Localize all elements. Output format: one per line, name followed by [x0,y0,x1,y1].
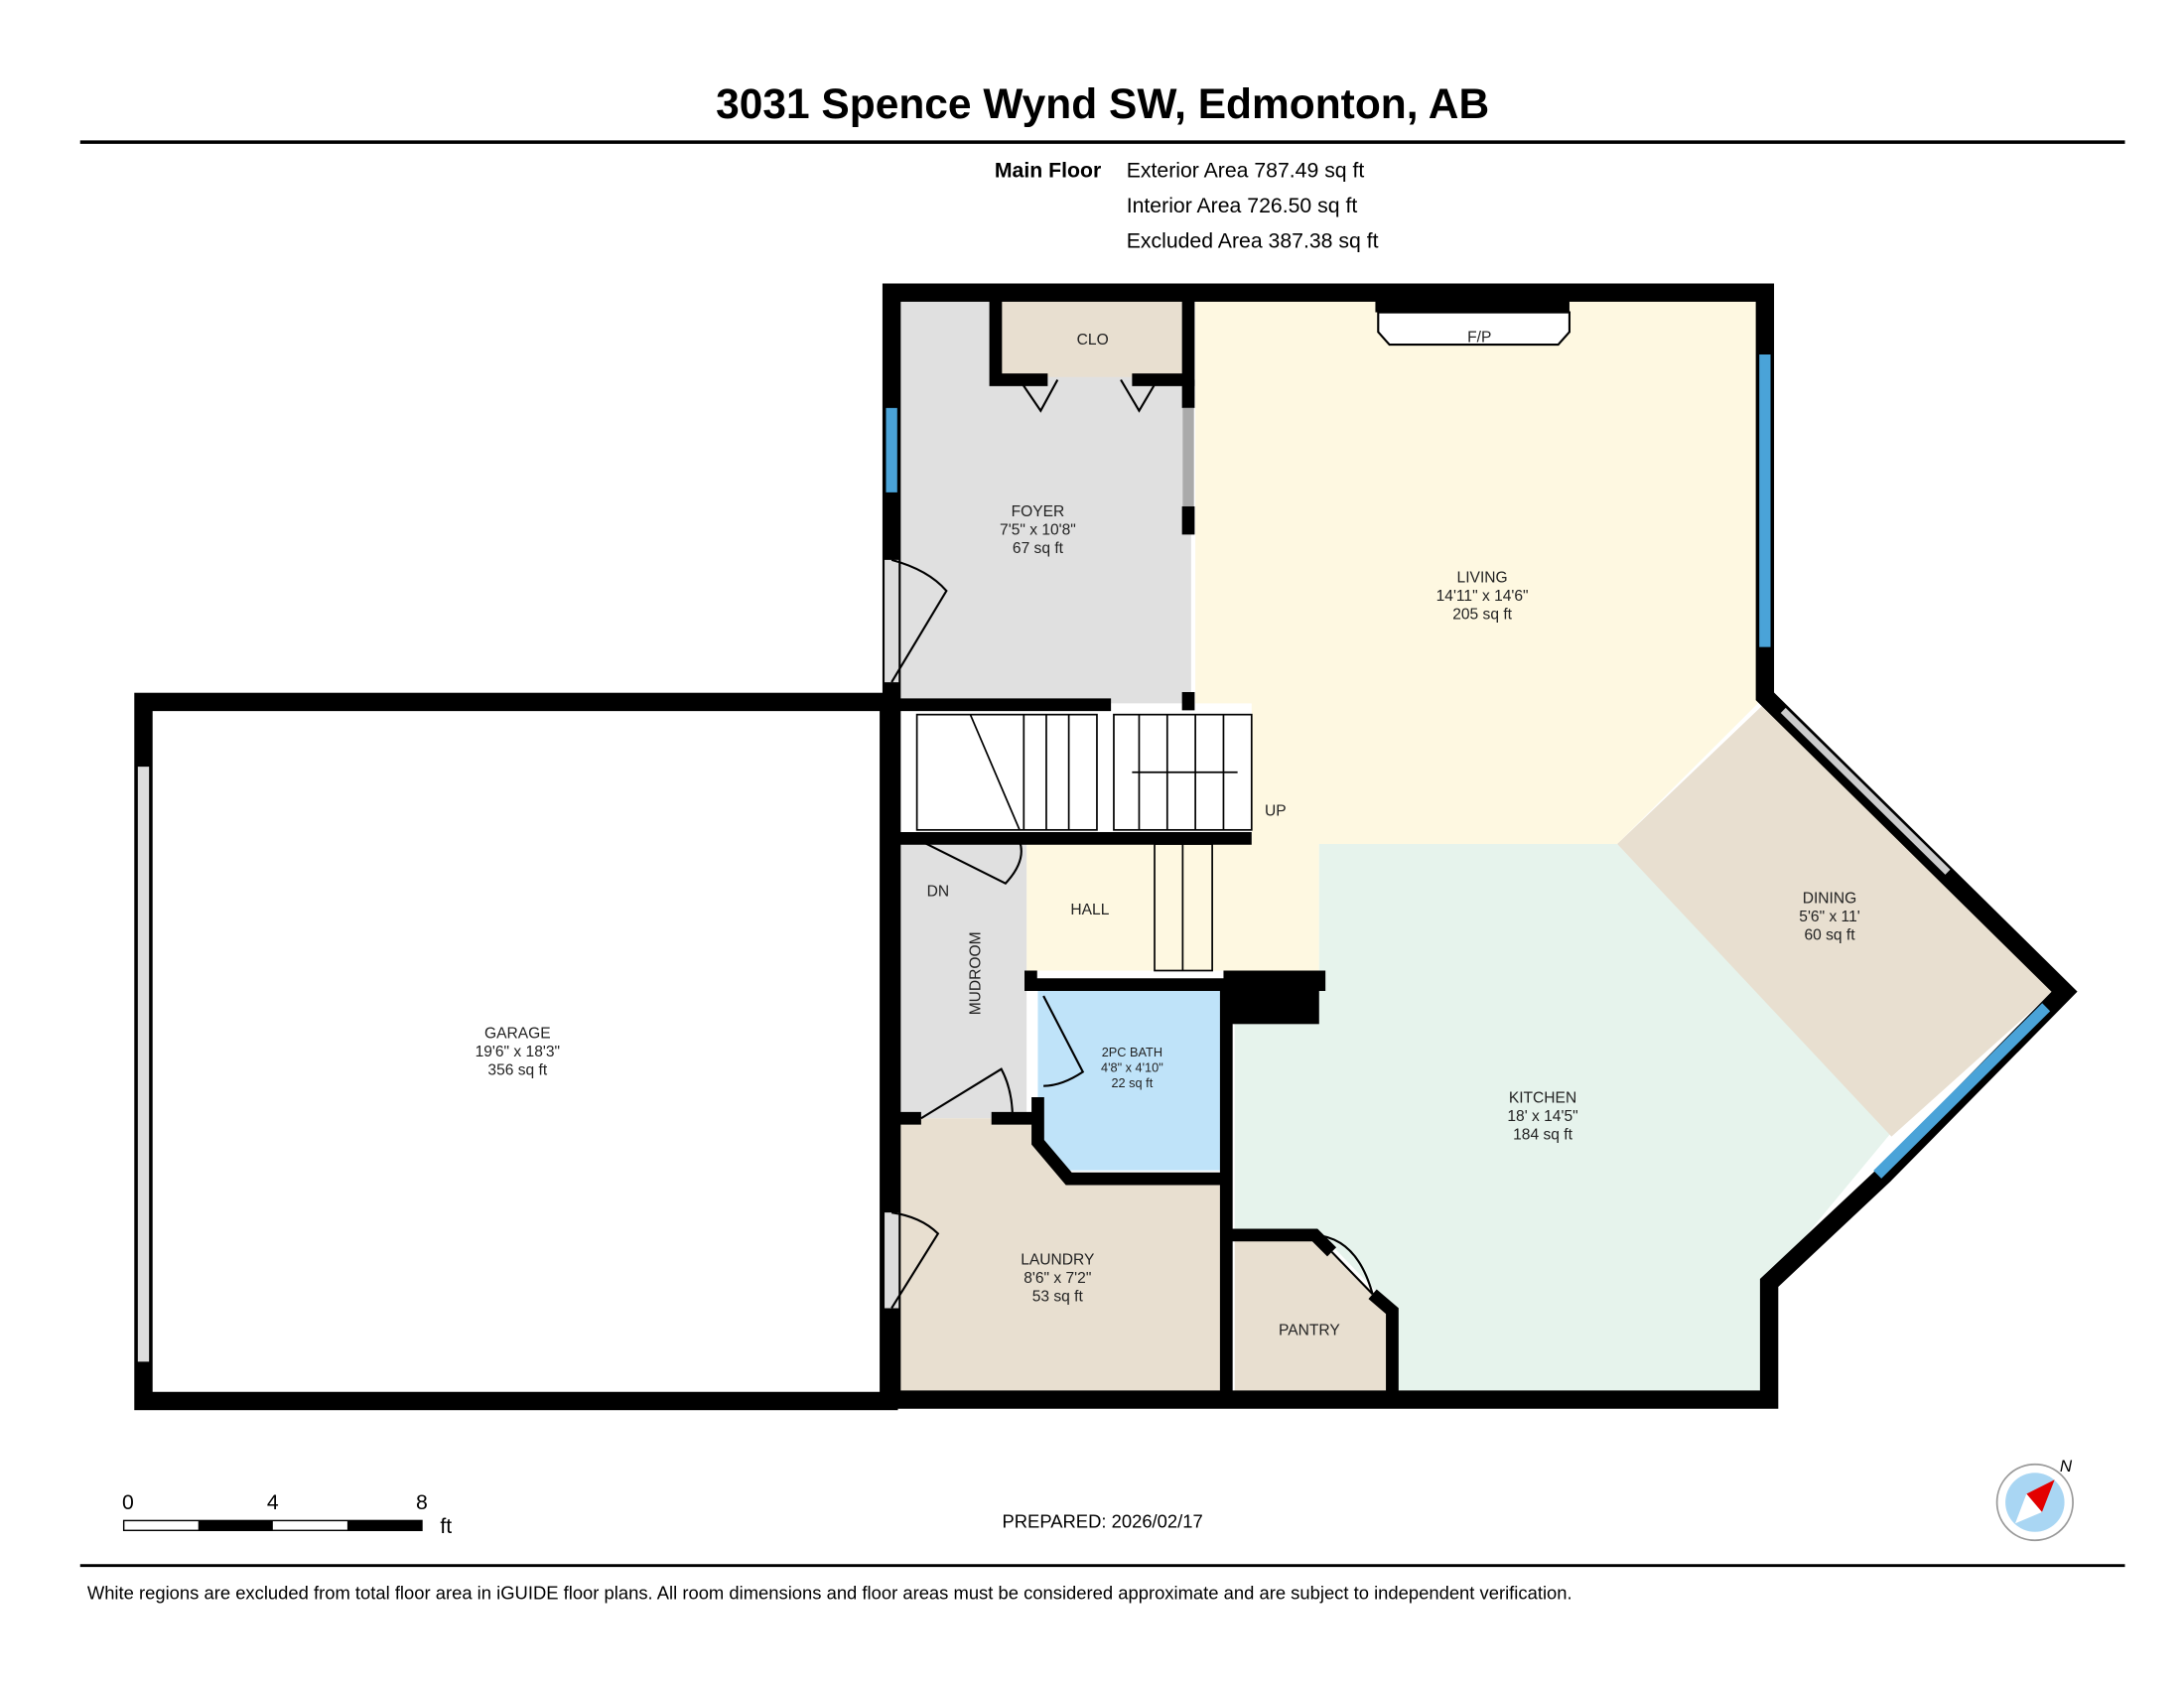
staircase [915,713,1253,972]
pantry-floor [1234,1234,1390,1397]
svg-text:GARAGE: GARAGE [484,1025,551,1042]
room-hall-label: HALL [1070,902,1109,918]
svg-text:60 sq ft: 60 sq ft [1804,926,1855,943]
stairs-down-label: DN [927,883,950,900]
room-pantry-label: PANTRY [1279,1322,1340,1338]
laundry-floor [892,1118,1221,1397]
svg-text:22 sq ft: 22 sq ft [1111,1075,1153,1090]
svg-text:67 sq ft: 67 sq ft [1013,540,1064,557]
doors [885,378,1374,1310]
prepared-date: PREPARED: 2026/02/17 [1002,1510,1202,1531]
svg-text:N: N [2060,1457,2073,1476]
svg-text:205 sq ft: 205 sq ft [1452,606,1512,623]
room-mudroom-label: MUDROOM [967,931,984,1015]
svg-text:356 sq ft: 356 sq ft [487,1061,547,1078]
svg-text:ft: ft [440,1514,452,1538]
garage-floor [144,703,884,1397]
fireplace-label: F/P [1467,329,1491,346]
room-closet-label: CLO [1077,332,1109,349]
svg-text:FOYER: FOYER [1012,503,1065,520]
svg-text:0: 0 [122,1490,134,1514]
scale-bar: 0 4 8 ft [122,1490,452,1538]
kitchen-floor [1234,844,1892,1397]
svg-text:8: 8 [416,1490,428,1514]
mudroom-floor [892,841,1027,1119]
svg-text:4: 4 [267,1490,279,1514]
interior-walls [899,301,1399,1400]
windows [137,354,2051,1362]
closet-floor [1001,301,1184,377]
stairs-up-label: UP [1265,803,1287,820]
svg-text:LAUNDRY: LAUNDRY [1021,1252,1095,1269]
excluded-area: Excluded Area 387.38 sq ft [1127,228,1379,252]
room-foyer: FOYER 7'5" x 10'8" 67 sq ft [1000,503,1076,557]
living-floor [1026,292,1765,971]
room-dining: DINING 5'6" x 11' 60 sq ft [1799,890,1859,943]
svg-text:19'6" x 18'3": 19'6" x 18'3" [476,1044,560,1060]
svg-text:18' x 14'5": 18' x 14'5" [1507,1108,1577,1125]
svg-text:53 sq ft: 53 sq ft [1032,1288,1084,1305]
exterior-area: Exterior Area 787.49 sq ft [1127,159,1365,183]
interior-area: Interior Area 726.50 sq ft [1127,194,1358,217]
room-living: LIVING 14'11" x 14'6" 205 sq ft [1436,570,1529,624]
svg-text:7'5" x 10'8": 7'5" x 10'8" [1000,521,1076,538]
dining-floor [1617,699,2057,1137]
svg-text:DINING: DINING [1803,890,1857,907]
svg-text:8'6" x 7'2": 8'6" x 7'2" [1024,1270,1091,1287]
room-kitchen: KITCHEN 18' x 14'5" 184 sq ft [1507,1090,1577,1144]
floor-name: Main Floor [995,159,1101,183]
page-title: 3031 Spence Wynd SW, Edmonton, AB [716,81,1489,128]
svg-text:KITCHEN: KITCHEN [1509,1090,1576,1107]
svg-text:LIVING: LIVING [1457,570,1508,587]
svg-text:4'8" x 4'10": 4'8" x 4'10" [1101,1059,1163,1074]
compass-icon: N [1995,1457,2074,1542]
fireplace [1377,311,1571,347]
room-garage: GARAGE 19'6" x 18'3" 356 sq ft [476,1025,560,1078]
room-laundry: LAUNDRY 8'6" x 7'2" 53 sq ft [1021,1252,1095,1306]
svg-text:2PC BATH: 2PC BATH [1102,1045,1162,1059]
bath-floor [1037,984,1221,1171]
room-bath: 2PC BATH 4'8" x 4'10" 22 sq ft [1101,1045,1163,1090]
svg-text:5'6" x 11': 5'6" x 11' [1799,909,1859,925]
stairs-area [899,710,1252,842]
footer-note: White regions are excluded from total fl… [87,1583,1572,1604]
svg-text:184 sq ft: 184 sq ft [1513,1126,1572,1143]
svg-text:14'11" x 14'6": 14'11" x 14'6" [1436,588,1529,605]
